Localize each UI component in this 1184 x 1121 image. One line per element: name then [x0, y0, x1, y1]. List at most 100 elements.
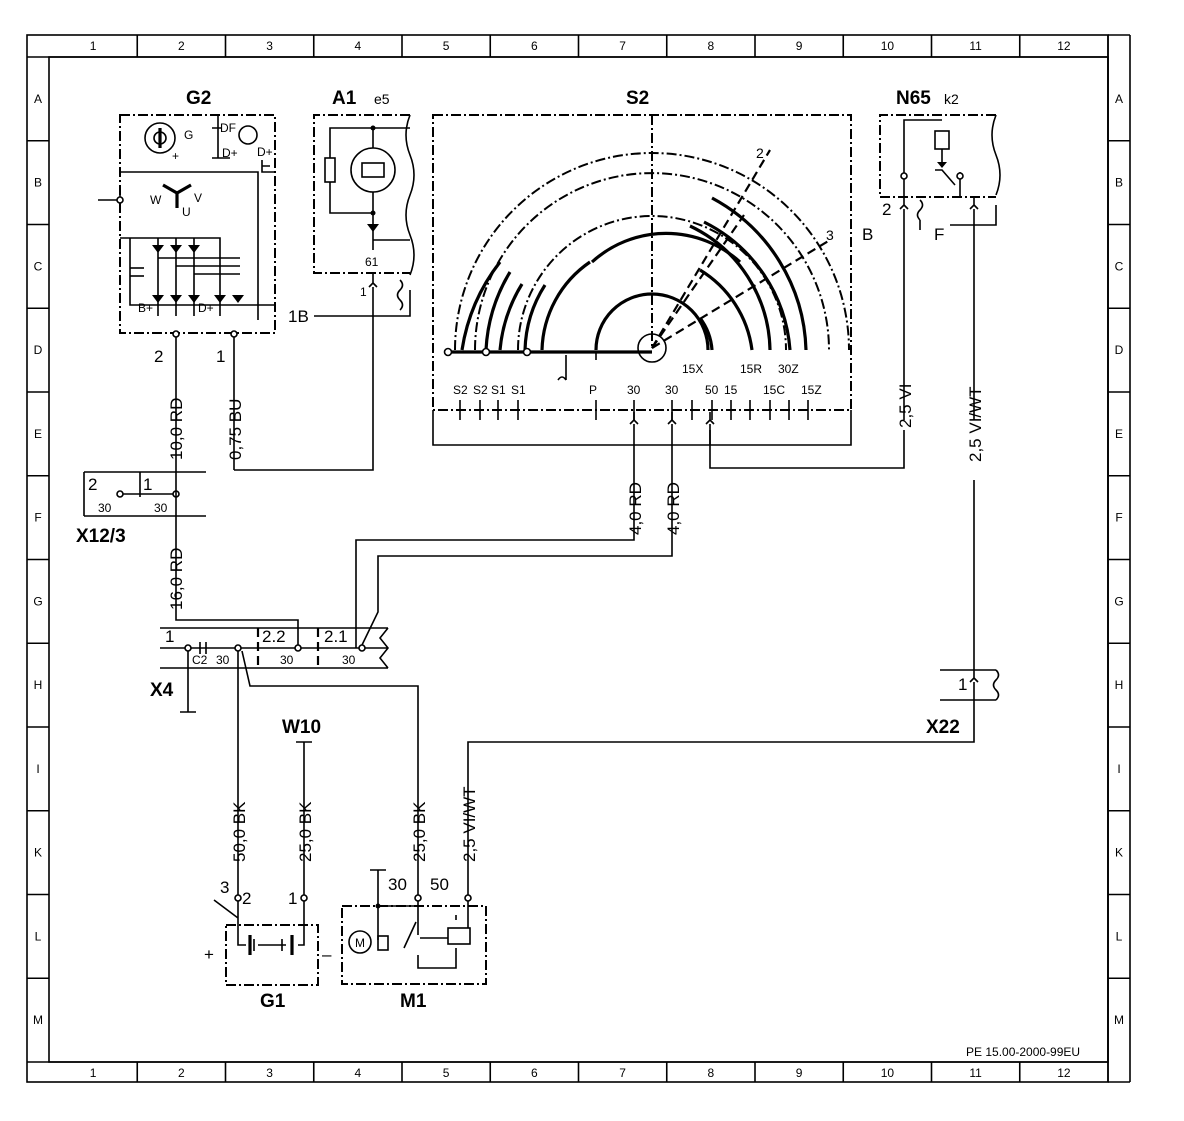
grid-row-label: C	[1115, 259, 1124, 273]
s2-terminal-label: 30	[665, 383, 679, 397]
svg-text:1: 1	[360, 285, 367, 299]
grid-row-label: C	[34, 259, 43, 273]
svg-text:–: –	[322, 945, 332, 964]
wire-label: 2,5 VI	[896, 384, 915, 428]
svg-text:M: M	[355, 936, 365, 950]
grid-col-label: 4	[355, 39, 362, 53]
svg-text:C2: C2	[192, 653, 208, 667]
svg-text:k2: k2	[944, 91, 959, 107]
component-x12-3: 2 1 30 30 X12/3	[76, 470, 299, 648]
svg-text:30: 30	[154, 501, 168, 515]
grid-col-label: 11	[969, 1066, 982, 1080]
w10-label: W10	[282, 717, 321, 738]
grid-col-label: 3	[266, 1066, 273, 1080]
s2-terminal-label: P	[589, 383, 597, 397]
grid-row-label: A	[1115, 92, 1123, 106]
svg-text:61: 61	[365, 255, 379, 269]
grid-row-label: K	[1115, 846, 1123, 860]
component-w10: W10	[282, 717, 321, 898]
m1-label: M1	[400, 991, 427, 1012]
grid-row-label: E	[1115, 427, 1123, 441]
s2-terminal-label: 15	[724, 383, 738, 397]
s2-terminal-label: S1	[491, 383, 506, 397]
component-m1: M 30 50 M1	[341, 869, 487, 1012]
svg-text:1: 1	[288, 889, 297, 908]
svg-text:3: 3	[826, 227, 834, 243]
svg-text:2: 2	[882, 200, 891, 219]
svg-text:D+: D+	[198, 301, 214, 315]
component-x22: 1 X22	[467, 480, 1000, 898]
grid-row-label: I	[1117, 762, 1120, 776]
grid-row-label: G	[1114, 594, 1123, 608]
svg-text:2: 2	[154, 347, 163, 366]
svg-text:D+: D+	[257, 145, 273, 159]
svg-text:1: 1	[143, 475, 152, 494]
svg-text:30: 30	[342, 653, 356, 667]
grid-row-label: E	[34, 427, 42, 441]
component-g1: 3 2 1 + – G1	[204, 878, 332, 1012]
grid-col-label: 8	[708, 1066, 715, 1080]
grid-col-label: 6	[531, 1066, 538, 1080]
grid-col-label: 5	[443, 39, 450, 53]
grid-row-label: I	[36, 762, 39, 776]
grid-row-label: A	[34, 92, 42, 106]
wire-label: 25,0 BK	[296, 801, 315, 862]
svg-text:e5: e5	[374, 91, 390, 107]
s2-terminal-label: S2	[473, 383, 488, 397]
wire-label: 10,0 RD	[167, 398, 186, 460]
grid-col-label: 7	[619, 1066, 626, 1080]
svg-text:1: 1	[958, 675, 967, 694]
a1-label: A1	[332, 88, 357, 109]
wire-label: 50,0 BK	[230, 801, 249, 862]
svg-text:U: U	[182, 205, 191, 219]
svg-text:G: G	[184, 128, 193, 142]
svg-text:30: 30	[388, 875, 407, 894]
g1-label: G1	[260, 991, 286, 1012]
svg-text:30: 30	[216, 653, 230, 667]
component-x4: 1 C2 30 2.2 2.1 30 30 X4	[150, 445, 673, 898]
s2-terminal-label: 15Z	[801, 383, 822, 397]
grid-col-label: 10	[881, 39, 895, 53]
grid-frame	[26, 34, 1131, 1083]
grid-col-label: 9	[796, 39, 803, 53]
grid-col-label: 8	[708, 39, 715, 53]
grid-row-label: G	[33, 594, 42, 608]
s2-terminal-label: S1	[511, 383, 526, 397]
grid-row-label: B	[1115, 176, 1123, 190]
component-g2: G2 G + DF D+ D+ W V U B+ D+ 2 1	[98, 88, 276, 470]
wire-label: 16,0 RD	[167, 548, 186, 610]
svg-text:1: 1	[165, 627, 174, 646]
svg-text:2: 2	[756, 145, 764, 161]
x22-label: X22	[926, 717, 960, 738]
svg-text:30: 30	[98, 501, 112, 515]
grid-col-label: 11	[969, 39, 982, 53]
x12-label: X12/3	[76, 526, 126, 547]
grid-row-label: F	[34, 511, 41, 525]
svg-text:DF: DF	[220, 121, 236, 135]
svg-text:2: 2	[242, 889, 251, 908]
s2-terminal-label: 15C	[763, 383, 785, 397]
svg-text:3: 3	[220, 878, 229, 897]
grid-row-label: B	[34, 176, 42, 190]
grid-col-label: 2	[178, 39, 185, 53]
s2-terminal-label: 50	[705, 383, 719, 397]
component-n65: N65 k2 2 B F	[862, 88, 1001, 420]
wire-labels: 10,0 RD 0,75 BU 16,0 RD 4,0 RD 4,0 RD 2,…	[167, 384, 985, 862]
grid-row-label: K	[34, 846, 42, 860]
svg-text:1B: 1B	[288, 307, 309, 326]
grid-row-label: H	[1115, 678, 1124, 692]
grid-row-label: F	[1115, 511, 1122, 525]
svg-text:30: 30	[280, 653, 294, 667]
grid-col-label: 2	[178, 1066, 185, 1080]
wire-label: 2,5 VI/WT	[966, 386, 985, 462]
wire-label: 0,75 BU	[226, 399, 245, 460]
grid-col-label: 4	[355, 1066, 362, 1080]
s2-label: S2	[626, 88, 649, 109]
svg-text:B+: B+	[138, 301, 153, 315]
s2-terminal-label: 30	[627, 383, 641, 397]
wire-label: 25,0 BK	[410, 801, 429, 862]
s2-terminal-label: 15X	[682, 362, 703, 376]
grid-row-label: D	[34, 343, 43, 357]
